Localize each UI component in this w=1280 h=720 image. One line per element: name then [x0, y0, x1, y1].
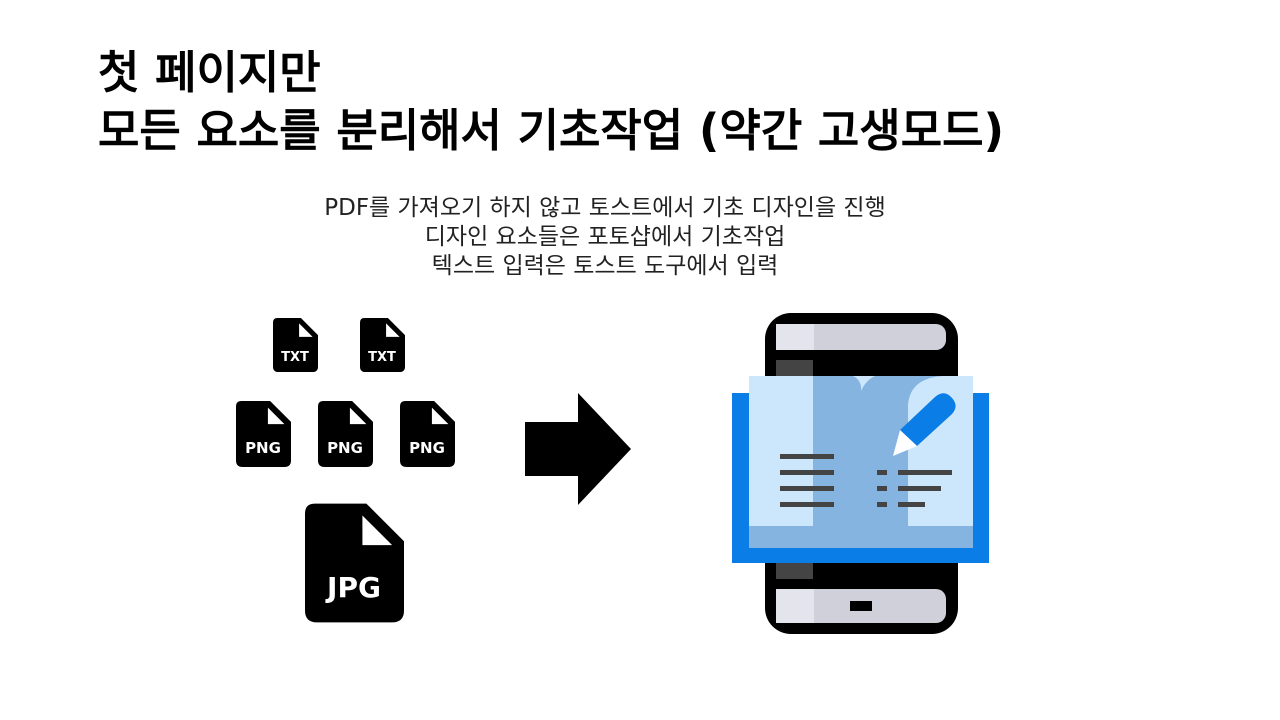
arrow-right-icon — [525, 393, 631, 505]
description-line: 텍스트 입력은 토스트 도구에서 입력 — [431, 253, 779, 279]
title-line-1: 첫 페이지만 — [98, 46, 321, 99]
file-txt-icon: TXT — [273, 318, 318, 372]
description: PDF를 가져오기 하지 않고 토스트에서 기초 디자인을 진행 디자인 요소들… — [300, 194, 910, 281]
title-line-2: 모든 요소를 분리해서 기초작업 (약간 고생모드) — [98, 104, 1005, 157]
mobile-ebook-icon — [732, 313, 989, 634]
file-png-icon: PNG — [236, 401, 291, 467]
file-txt-icon: TXT — [360, 318, 405, 372]
svg-text:PNG: PNG — [327, 439, 363, 457]
description-line: PDF를 가져오기 하지 않고 토스트에서 기초 디자인을 진행 — [324, 195, 886, 221]
svg-text:JPG: JPG — [325, 571, 381, 604]
file-png-icon: PNG — [318, 401, 373, 467]
slide-title: 첫 페이지만 모든 요소를 분리해서 기초작업 (약간 고생모드) — [98, 44, 1004, 160]
description-line: 디자인 요소들은 포토샵에서 기초작업 — [424, 224, 786, 250]
svg-text:PNG: PNG — [409, 439, 445, 457]
file-png-icon: PNG — [400, 401, 455, 467]
svg-text:TXT: TXT — [368, 350, 396, 365]
svg-text:PNG: PNG — [245, 439, 281, 457]
file-jpg-icon: JPG — [305, 503, 404, 623]
svg-text:TXT: TXT — [281, 350, 309, 365]
